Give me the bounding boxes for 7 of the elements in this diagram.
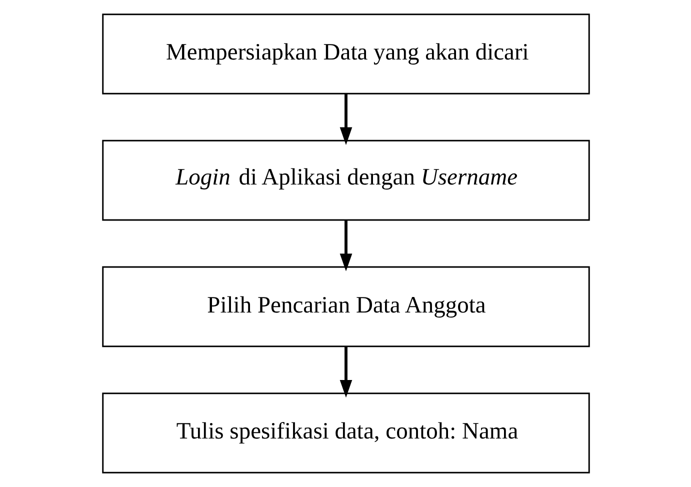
arrow bbox=[339, 220, 352, 272]
node-box: Mempersiapkan Data yang akan dicari bbox=[102, 14, 590, 94]
node-box: Login di Aplikasi dengan Username bbox=[102, 140, 590, 221]
arrow bbox=[339, 346, 352, 398]
arrow bbox=[339, 94, 352, 145]
node-box: Tulis spesifikasi data, contoh: Nama bbox=[102, 392, 590, 474]
node-box: Pilih Pencarian Data Anggota bbox=[102, 266, 590, 348]
